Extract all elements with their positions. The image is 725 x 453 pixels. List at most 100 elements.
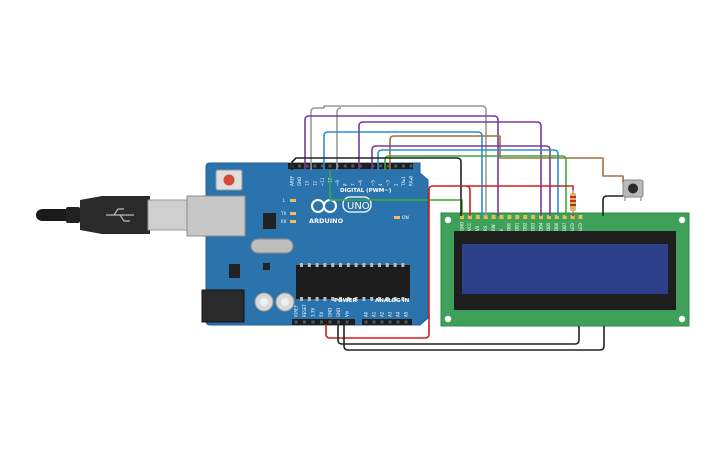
digital-pin[interactable] bbox=[298, 164, 302, 168]
lcd-pin-label: LED bbox=[578, 223, 583, 231]
analog-pin-label: A1 bbox=[372, 311, 377, 317]
digital-pin-label: 12 bbox=[312, 180, 317, 186]
power-pin[interactable] bbox=[311, 320, 315, 324]
lcd-pin-label: LED bbox=[570, 223, 575, 231]
lcd-pin[interactable] bbox=[491, 215, 496, 219]
digital-pin[interactable] bbox=[401, 164, 405, 168]
digital-pin-label: 8 bbox=[343, 183, 348, 186]
regulator bbox=[229, 264, 240, 278]
analog-pin-label: A3 bbox=[388, 311, 393, 317]
lcd-pin-label: DB0 bbox=[507, 222, 512, 231]
led-rx-label: RX bbox=[281, 219, 287, 224]
resistor[interactable] bbox=[570, 188, 576, 216]
digital-pin[interactable] bbox=[305, 164, 309, 168]
lcd-pin[interactable] bbox=[531, 215, 536, 219]
lcd-pin[interactable] bbox=[562, 215, 567, 219]
digital-pin-label: 2 bbox=[393, 183, 398, 186]
power-pin-label: IOREF bbox=[294, 304, 299, 317]
analog-pin[interactable] bbox=[388, 320, 392, 324]
lcd-pin-label: DB2 bbox=[523, 222, 528, 231]
lcd-pin[interactable] bbox=[483, 215, 488, 219]
digital-pin[interactable] bbox=[351, 164, 355, 168]
lcd-pin[interactable] bbox=[578, 215, 583, 219]
power-pin[interactable] bbox=[345, 320, 349, 324]
digital-pin[interactable] bbox=[379, 164, 383, 168]
lcd-pin-label: DB7 bbox=[562, 222, 567, 231]
lcd-pin[interactable] bbox=[554, 215, 559, 219]
reset-button[interactable] bbox=[215, 169, 243, 191]
power-pin-label: GND bbox=[336, 308, 341, 317]
wire-blue bbox=[323, 131, 483, 216]
model-label: UNO bbox=[347, 201, 370, 212]
wire-purple-2 bbox=[358, 121, 542, 216]
power-pin[interactable] bbox=[294, 320, 298, 324]
lcd-pin[interactable] bbox=[523, 215, 528, 219]
lcd-pin-label: DB4 bbox=[538, 222, 543, 231]
wire-black-bottom-2 bbox=[343, 324, 605, 351]
wire-black-bottom bbox=[337, 324, 580, 345]
arduino-board[interactable]: ARDUINO UNO DIGITAL (PWM~) POWER ANALOG … bbox=[186, 162, 429, 326]
wire-green-2 bbox=[329, 170, 463, 216]
digital-pin[interactable] bbox=[328, 164, 332, 168]
power-pin[interactable] bbox=[303, 320, 306, 324]
wire-red-top bbox=[428, 185, 574, 250]
lcd-pin-label: DB1 bbox=[515, 222, 520, 231]
wire-purple-3 bbox=[371, 145, 551, 216]
digital-pin-label: ~3 bbox=[386, 180, 391, 186]
power-pin-label: 5V bbox=[319, 311, 324, 317]
led-tx-label: TX bbox=[280, 211, 286, 216]
digital-pin[interactable] bbox=[313, 164, 317, 168]
analog-pin[interactable] bbox=[364, 320, 368, 324]
digital-pin[interactable] bbox=[343, 164, 347, 168]
power-label: POWER bbox=[334, 298, 358, 304]
digital-pin-label: ~9 bbox=[335, 180, 340, 186]
push-button[interactable] bbox=[622, 179, 644, 201]
lcd-pin[interactable] bbox=[570, 215, 575, 219]
lcd-pin-label: V0 bbox=[475, 225, 480, 231]
usb-chip bbox=[263, 213, 276, 229]
lcd-pin[interactable] bbox=[515, 215, 520, 219]
digital-pin-label: TX▸1 bbox=[401, 176, 406, 187]
digital-pin[interactable] bbox=[386, 164, 390, 168]
analog-pin[interactable] bbox=[404, 320, 408, 324]
wire-red-bottom bbox=[325, 250, 430, 339]
power-pin[interactable] bbox=[337, 320, 340, 324]
lcd-pin[interactable] bbox=[460, 215, 464, 219]
digital-pin[interactable] bbox=[358, 164, 362, 168]
digital-pin[interactable] bbox=[371, 164, 375, 168]
digital-pin[interactable] bbox=[394, 164, 398, 168]
lcd-pin[interactable] bbox=[539, 215, 543, 219]
digital-pin[interactable] bbox=[320, 164, 324, 168]
analog-pin[interactable] bbox=[372, 320, 376, 324]
power-pin[interactable] bbox=[320, 320, 323, 324]
lcd-pin[interactable] bbox=[475, 215, 480, 219]
lcd-pin[interactable] bbox=[499, 215, 504, 219]
usb-port bbox=[186, 195, 246, 237]
wire-black-top bbox=[291, 157, 462, 216]
lcd-pin[interactable] bbox=[507, 215, 512, 219]
lcd-pin-label: GND bbox=[459, 222, 464, 231]
lcd-pin-label: DB5 bbox=[546, 222, 551, 231]
wire-gray-2 bbox=[336, 107, 342, 170]
wire-gray bbox=[310, 105, 487, 216]
digital-pin-label: AREF bbox=[290, 175, 295, 186]
digital-pin-label: GND bbox=[297, 177, 302, 186]
lcd-pin[interactable] bbox=[467, 215, 472, 219]
lcd-pin-label: E bbox=[499, 228, 504, 231]
lcd-pin[interactable] bbox=[546, 215, 551, 219]
lcd-pin-label: RS bbox=[483, 225, 488, 231]
analog-pin[interactable] bbox=[380, 320, 384, 324]
capacitors bbox=[254, 292, 295, 312]
usb-icon bbox=[106, 208, 134, 222]
analog-pin-label: A4 bbox=[396, 311, 401, 317]
digital-pin-label: ~6 bbox=[358, 180, 363, 186]
digital-pin[interactable] bbox=[409, 164, 413, 168]
lcd-pin-label: VCC bbox=[467, 222, 472, 231]
power-pin[interactable] bbox=[328, 320, 332, 324]
wire-blue-2 bbox=[377, 149, 559, 216]
analog-pin[interactable] bbox=[396, 320, 400, 324]
